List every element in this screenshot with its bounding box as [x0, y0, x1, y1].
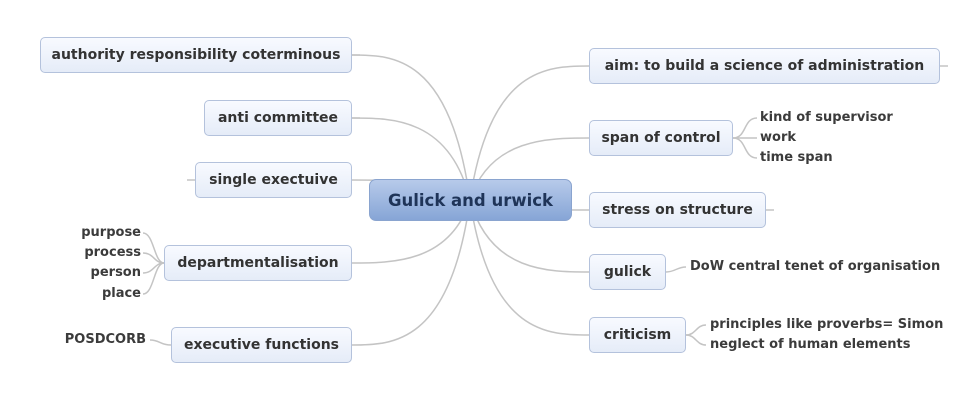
subtopic-principles-like-proverbs[interactable]: principles like proverbs= Simon — [710, 317, 944, 332]
subtopic-place[interactable]: place — [101, 286, 141, 301]
topic-anti-committee[interactable]: anti committee — [204, 100, 352, 136]
link-gulick — [469, 199, 590, 273]
subtopic-neglect-of-human-elements[interactable]: neglect of human elements — [710, 337, 911, 352]
subtopic-kind-of-supervisor[interactable]: kind of supervisor — [760, 110, 893, 125]
topic-gulick[interactable]: gulick — [589, 254, 666, 290]
link-aim — [469, 65, 590, 201]
subtopic-work[interactable]: work — [760, 130, 796, 145]
topic-authority-responsibility[interactable]: authority responsibility coterminous — [40, 37, 352, 73]
subtopic-posdcorb[interactable]: POSDCORB — [64, 332, 146, 347]
link-criticism-sub-0 — [685, 324, 707, 336]
link-anti-committee — [351, 117, 471, 201]
subtopic-process[interactable]: process — [84, 245, 141, 260]
central-topic[interactable]: Gulick and urwick — [369, 179, 572, 221]
subtopic-dow-central-tenet[interactable]: DoW central tenet of organisation — [690, 259, 941, 274]
link-exec-sub-0 — [149, 339, 172, 346]
topic-aim[interactable]: aim: to build a science of administratio… — [589, 48, 940, 84]
link-criticism — [469, 199, 590, 336]
subtopic-purpose[interactable]: purpose — [81, 225, 141, 240]
link-gulick-sub-0 — [665, 266, 687, 273]
link-authority — [351, 54, 471, 201]
topic-span-of-control[interactable]: span of control — [589, 120, 733, 156]
link-criticism-sub-1 — [685, 334, 707, 346]
link-span-sub-2 — [732, 137, 758, 159]
link-executive-functions — [351, 199, 471, 346]
link-span-sub-0 — [732, 117, 758, 139]
topic-criticism[interactable]: criticism — [589, 317, 686, 353]
topic-executive-functions[interactable]: executive functions — [171, 327, 352, 363]
subtopic-person[interactable]: person — [90, 265, 141, 280]
link-dept-sub-3 — [142, 262, 165, 295]
topic-single-executive[interactable]: single exectuive — [195, 162, 352, 198]
subtopic-time-span[interactable]: time span — [760, 150, 833, 165]
topic-departmentalisation[interactable]: departmentalisation — [164, 245, 352, 281]
topic-stress-on-structure[interactable]: stress on structure — [589, 192, 766, 228]
